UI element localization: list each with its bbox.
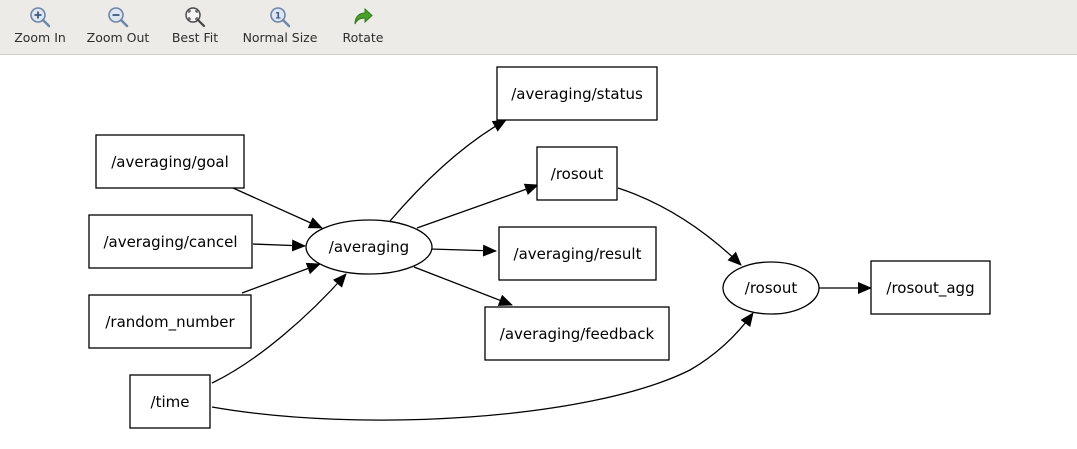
label-averaging-feedback: /averaging/feedback (500, 325, 655, 343)
node-rosout[interactable] (722, 261, 820, 315)
node-averaging-goal[interactable] (95, 134, 245, 189)
edge-averaging-to-feedback (413, 266, 513, 306)
node-averaging-feedback[interactable] (484, 306, 670, 361)
best-fit-label: Best Fit (171, 30, 219, 45)
node-time[interactable] (129, 374, 211, 429)
normal-size-icon: 1 (270, 7, 291, 28)
zoom-in-label: Zoom In (14, 30, 66, 45)
svg-text:1: 1 (275, 12, 281, 22)
label-averaging-cancel: /averaging/cancel (103, 233, 237, 251)
zoom-out-icon (108, 7, 129, 28)
toolbar: Zoom In Zoom Out Best Fit 1 Normal Size … (0, 0, 1077, 55)
label-rosout-node: /rosout (745, 279, 798, 297)
edge-averaging-to-result (429, 244, 497, 257)
zoom-in-button[interactable]: Zoom In (8, 6, 72, 50)
edge-rosout-topic-to-rosout-node (617, 187, 742, 266)
label-averaging-goal: /averaging/goal (111, 153, 229, 171)
label-time: /time (151, 393, 190, 411)
edges (211, 119, 872, 421)
graph-canvas[interactable]: /averaging/goal /averaging/cancel /rando… (0, 55, 1077, 449)
edge-averaging-to-status (389, 119, 507, 222)
edge-cancel-to-averaging (252, 239, 306, 252)
node-rosout-agg[interactable] (870, 260, 991, 315)
edge-random-to-averaging (241, 262, 321, 294)
zoom-in-icon (30, 7, 51, 28)
node-averaging-result[interactable] (498, 226, 657, 281)
edge-time-to-averaging (211, 273, 347, 384)
best-fit-button[interactable]: Best Fit (166, 6, 224, 50)
label-random-number: /random_number (105, 313, 235, 332)
zoom-out-label: Zoom Out (86, 30, 150, 45)
normal-size-button[interactable]: 1 Normal Size (236, 6, 324, 50)
rotate-label: Rotate (342, 30, 384, 45)
zoom-out-button[interactable]: Zoom Out (82, 6, 154, 50)
best-fit-icon (185, 7, 206, 28)
node-averaging-cancel[interactable] (88, 214, 253, 269)
node-rosout-topic[interactable] (536, 146, 618, 201)
label-rosout-agg: /rosout_agg (886, 279, 974, 298)
node-averaging-status[interactable] (496, 66, 658, 121)
label-averaging-status: /averaging/status (511, 85, 643, 103)
rqt-graph: /averaging/goal /averaging/cancel /rando… (88, 66, 991, 429)
label-rosout-topic: /rosout (551, 165, 604, 183)
rotate-icon (354, 7, 373, 25)
node-averaging[interactable] (305, 219, 433, 275)
normal-size-label: Normal Size (242, 30, 318, 45)
label-averaging-result: /averaging/result (514, 245, 642, 263)
edge-time-to-rosout-node (211, 312, 754, 421)
edge-averaging-to-rosout-topic (416, 183, 539, 229)
edge-goal-to-averaging (232, 187, 323, 229)
rotate-button[interactable]: Rotate (336, 6, 390, 50)
label-averaging: /averaging (329, 238, 409, 256)
node-random-number[interactable] (88, 294, 252, 349)
